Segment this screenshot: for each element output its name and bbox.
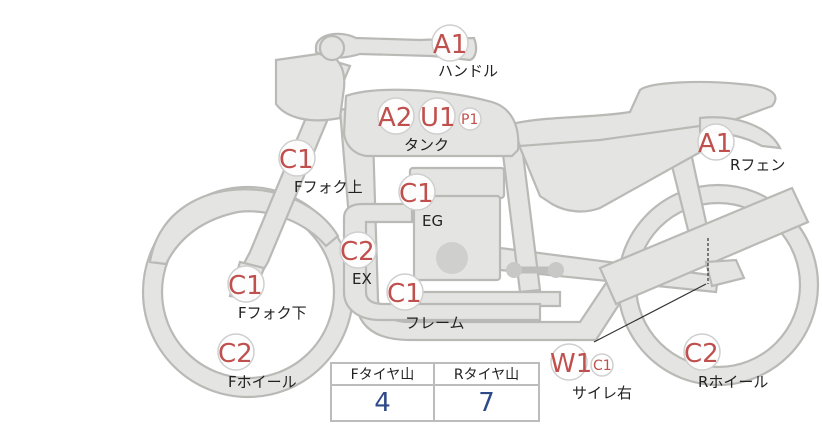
label-exhaust: EX — [352, 270, 372, 288]
code-tank-1: U1 — [420, 103, 456, 133]
label-front-wheel: Fホイール — [228, 373, 297, 391]
part-rear-fender[interactable]: A1 Rフェン — [697, 123, 785, 174]
front-fender — [148, 188, 340, 266]
code-muffler-right-0: W1 — [550, 349, 592, 379]
seat — [510, 80, 777, 148]
label-tank: タンク — [404, 136, 449, 154]
label-rear-fender: Rフェン — [730, 156, 785, 174]
tire-tread-table: Fタイヤ山 Rタイヤ山 4 7 — [330, 362, 540, 422]
code-tank-0: A2 — [378, 103, 412, 133]
label-front-fork-upper: Fフォク上 — [294, 178, 363, 196]
code-front-fork-upper-0: C1 — [279, 145, 314, 175]
code-front-wheel-0: C2 — [218, 339, 253, 369]
code-rear-wheel-0: C2 — [684, 339, 719, 369]
part-handle[interactable]: A1 ハンドル — [431, 24, 498, 80]
part-muffler-right[interactable]: W1 C1 サイレ右 — [550, 343, 632, 402]
label-engine: EG — [422, 212, 443, 230]
part-engine[interactable]: C1 EG — [398, 173, 443, 230]
front-tire-header: Fタイヤ山 — [332, 364, 435, 386]
label-rear-wheel: Rホイール — [698, 373, 768, 391]
code-muffler-right-1: C1 — [593, 358, 612, 374]
code-front-fork-lower-0: C1 — [228, 271, 263, 301]
code-handle-0: A1 — [433, 30, 467, 60]
part-tank[interactable]: A2 U1 P1 タンク — [377, 97, 482, 154]
muffler-graphic — [598, 186, 810, 306]
muffler-leader-line — [593, 283, 707, 343]
part-exhaust[interactable]: C2 EX — [339, 231, 377, 288]
exhaust-pipe — [342, 202, 542, 322]
engine-graphic — [408, 166, 564, 282]
part-rear-wheel[interactable]: C2 Rホイール — [683, 333, 768, 391]
muffler-end — [704, 258, 746, 288]
label-frame: フレーム — [405, 314, 465, 332]
part-front-wheel[interactable]: C2 Fホイール — [217, 333, 297, 391]
code-rear-fender-0: A1 — [698, 129, 732, 159]
code-engine-0: C1 — [399, 179, 434, 209]
part-front-fork-upper[interactable]: C1 Fフォク上 — [278, 139, 363, 196]
label-front-fork-lower: Fフォク下 — [238, 304, 307, 322]
label-handle: ハンドル — [438, 62, 498, 80]
rear-tire-value[interactable]: 7 — [478, 388, 495, 418]
label-muffler-right: サイレ右 — [572, 384, 632, 402]
part-frame[interactable]: C1 フレーム — [386, 273, 465, 332]
code-tank-2: P1 — [461, 112, 478, 128]
rear-tire-header: Rタイヤ山 — [435, 364, 538, 386]
mirror-knob — [318, 34, 346, 62]
code-frame-0: C1 — [387, 279, 422, 309]
part-front-fork-lower[interactable]: C1 Fフォク下 — [227, 265, 307, 322]
front-tire-value[interactable]: 4 — [332, 386, 435, 420]
code-exhaust-0: C2 — [340, 237, 375, 267]
headlight-cowl — [274, 52, 346, 122]
